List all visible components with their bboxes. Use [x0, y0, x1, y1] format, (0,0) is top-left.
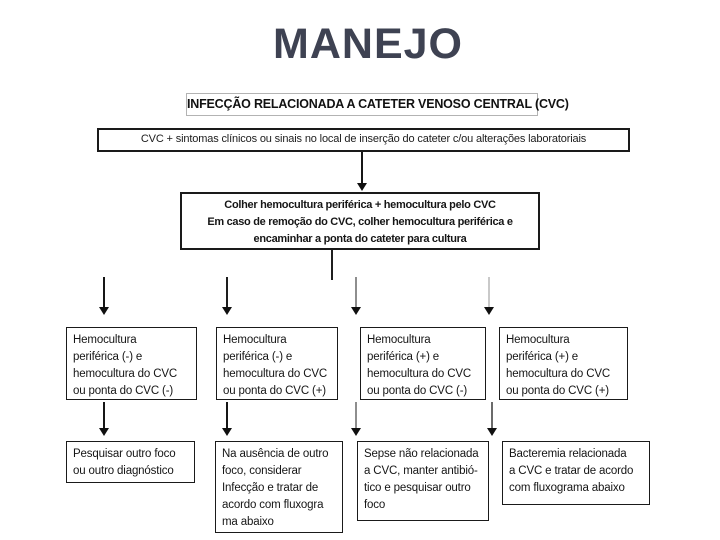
- conduct-line: Pesquisar outro foco: [73, 448, 176, 460]
- arrow-shaft: [488, 277, 490, 307]
- flowchart-heading: INFECÇÃO RELACIONADA A CATETER VENOSO CE…: [186, 93, 569, 116]
- arrow-shaft: [491, 402, 493, 428]
- arrow-shaft: [226, 277, 228, 307]
- arrow-head: [99, 428, 109, 436]
- down-arrow-icon: [99, 402, 109, 436]
- conduct-line: a CVC, manter antibió-: [364, 465, 478, 477]
- down-arrow-icon: [487, 402, 497, 436]
- arrow-head: [484, 307, 494, 315]
- arrow-head: [487, 428, 497, 436]
- down-arrow-icon: [222, 277, 232, 315]
- conduct-line: Infecção e tratar de: [222, 482, 319, 494]
- conduct-line: foco: [364, 499, 386, 511]
- result-line: Hemocultura: [367, 334, 431, 346]
- collection-line: encaminhar a ponta do cateter para cultu…: [253, 233, 467, 245]
- down-arrow-icon: [351, 277, 361, 315]
- collection-box: Colher hemocultura periférica + hemocult…: [180, 192, 540, 250]
- arrow-head: [222, 307, 232, 315]
- conduct-line: com fluxograma abaixo: [509, 482, 625, 494]
- result-box-pos-neg: Hemocultura periférica (+) e hemocultura…: [360, 327, 486, 400]
- conduct-box-bacteremia-related: Bacteremia relacionada a CVC e tratar de…: [502, 441, 650, 505]
- conduct-line: foco, considerar: [222, 465, 302, 477]
- arrow-shaft: [103, 277, 105, 307]
- down-arrow-icon: [351, 402, 361, 436]
- arrow-shaft: [355, 277, 357, 307]
- arrow-head: [99, 307, 109, 315]
- result-line: hemocultura do CVC: [367, 368, 472, 380]
- result-line: hemocultura do CVC: [73, 368, 178, 380]
- result-box-pos-pos: Hemocultura periférica (+) e hemocultura…: [499, 327, 628, 400]
- result-line: periférica (-) e: [73, 351, 143, 363]
- down-arrow-icon: [99, 277, 109, 315]
- result-line: ou ponta do CVC (-): [367, 385, 468, 397]
- result-line: periférica (-) e: [223, 351, 293, 363]
- result-line: periférica (+) e: [506, 351, 579, 363]
- criteria-box: CVC + sintomas clínicos ou sinais no loc…: [97, 128, 630, 152]
- result-box-neg-pos: Hemocultura periférica (-) e hemocultura…: [216, 327, 338, 400]
- conduct-line: Sepse não relacionada: [364, 448, 479, 460]
- collection-line: Em caso de remoção do CVC, colher hemocu…: [207, 216, 513, 228]
- arrow-shaft: [355, 402, 357, 428]
- slide-title: MANEJO: [273, 20, 463, 68]
- arrow-shaft: [226, 402, 228, 428]
- down-arrow-icon: [484, 277, 494, 315]
- arrow-head: [351, 428, 361, 436]
- conduct-box-other-focus: Pesquisar outro foco ou outro diagnóstic…: [66, 441, 195, 483]
- result-line: Hemocultura: [73, 334, 137, 346]
- connector-line: [331, 250, 333, 280]
- result-line: Hemocultura: [506, 334, 570, 346]
- conduct-line: ma abaixo: [222, 516, 274, 528]
- result-line: hemocultura do CVC: [506, 368, 611, 380]
- conduct-line: tico e pesquisar outro: [364, 482, 471, 494]
- conduct-line: a CVC e tratar de acordo: [509, 465, 634, 477]
- arrow-head: [357, 183, 367, 191]
- result-line: ou ponta do CVC (-): [73, 385, 174, 397]
- conduct-line: Bacteremia relacionada: [509, 448, 627, 460]
- conduct-box-sepsis-unrelated: Sepse não relacionada a CVC, manter anti…: [357, 441, 489, 521]
- collection-line: Colher hemocultura periférica + hemocult…: [224, 199, 496, 211]
- arrow-head: [222, 428, 232, 436]
- arrow-shaft: [103, 402, 105, 428]
- result-line: periférica (+) e: [367, 351, 440, 363]
- arrow-head: [351, 307, 361, 315]
- arrow-shaft: [361, 152, 363, 183]
- conduct-line: ou outro diagnóstico: [73, 465, 174, 477]
- conduct-box-consider-infection: Na ausência de outro foco, considerar In…: [215, 441, 343, 533]
- result-box-neg-neg: Hemocultura periférica (-) e hemocultura…: [66, 327, 197, 400]
- result-line: hemocultura do CVC: [223, 368, 328, 380]
- conduct-line: acordo com fluxogra: [222, 499, 324, 511]
- result-line: Hemocultura: [223, 334, 287, 346]
- result-line: ou ponta do CVC (+): [223, 385, 326, 397]
- down-arrow-icon: [222, 402, 232, 436]
- conduct-line: Na ausência de outro: [222, 448, 329, 460]
- down-arrow-icon: [357, 152, 367, 191]
- result-line: ou ponta do CVC (+): [506, 385, 609, 397]
